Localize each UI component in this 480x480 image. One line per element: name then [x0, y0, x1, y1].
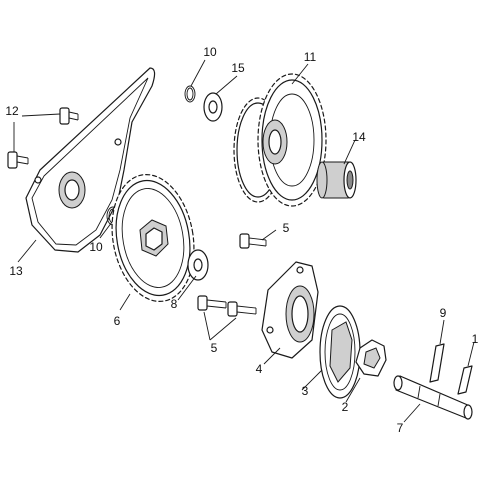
callout-5-upper: 5 [283, 221, 290, 235]
callout-10-upper: 10 [203, 45, 217, 59]
bushing-part-14 [316, 161, 357, 199]
gear-part-6 [111, 173, 195, 303]
callout-8: 8 [171, 297, 178, 311]
pump-body-part-4 [261, 261, 319, 359]
callout-7: 7 [397, 421, 404, 435]
callout-2: 2 [342, 400, 349, 414]
callout-11: 11 [304, 50, 317, 64]
pin-part-1 [457, 365, 473, 395]
callout-9: 9 [440, 306, 447, 320]
callout-3: 3 [302, 384, 309, 398]
bolt-part-12-upper [59, 107, 79, 125]
callout-10-lower: 10 [89, 240, 103, 254]
outer-rotor-part-3 [319, 305, 361, 399]
shaft-part-7 [393, 375, 473, 420]
callout-1: 1 [472, 332, 479, 346]
callout-5-lower: 5 [211, 341, 218, 355]
callout-12: 12 [5, 104, 19, 118]
circlip-part-10-upper [184, 85, 196, 103]
leader-lines [13, 59, 475, 423]
bolt-part-5-lower-right [227, 301, 257, 317]
washer-part-15 [203, 92, 223, 122]
cover-plate-part-13 [25, 67, 156, 253]
callout-14: 14 [352, 130, 366, 144]
bolt-part-12-lower [7, 151, 29, 169]
callout-6: 6 [114, 314, 121, 328]
callout-4: 4 [256, 362, 263, 376]
double-gear-part-11 [233, 73, 327, 207]
inner-rotor-part-2 [355, 339, 387, 377]
pin-part-9 [429, 343, 445, 383]
washer-part-8 [187, 249, 209, 281]
bolt-part-5-upper [239, 233, 267, 249]
callout-labels: 10 15 11 12 14 5 10 13 8 6 5 4 3 2 9 1 7 [5, 45, 478, 435]
bolt-part-5-lower-left [197, 295, 227, 311]
callout-13: 13 [9, 264, 23, 278]
callout-15: 15 [231, 61, 245, 75]
